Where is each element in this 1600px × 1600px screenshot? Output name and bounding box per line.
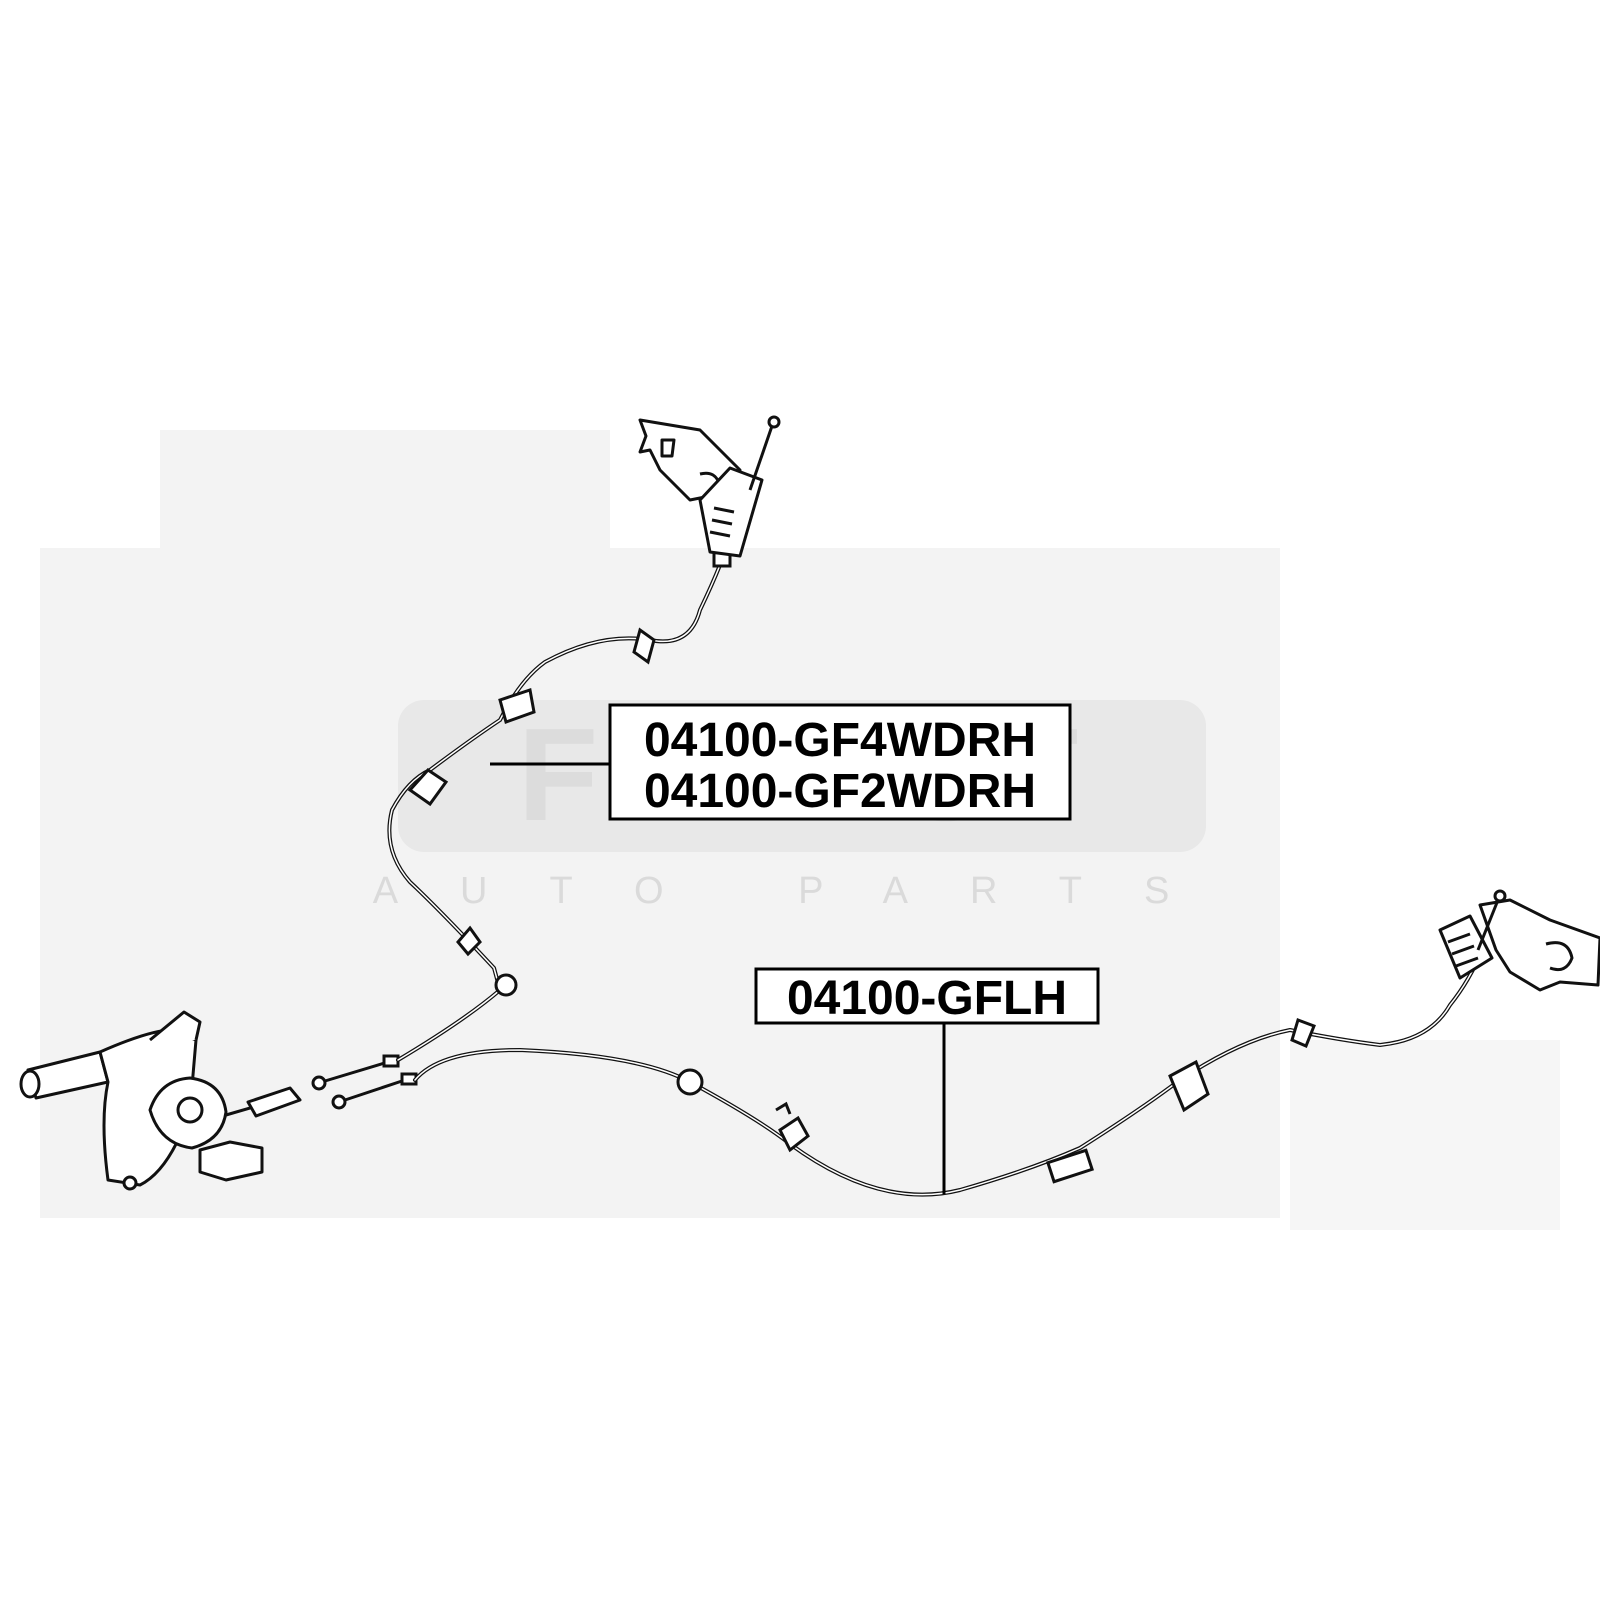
- hand-brake-lever: [19, 1010, 302, 1191]
- upper-cable: [387, 563, 722, 1062]
- leader-lines: [490, 762, 946, 1194]
- upper-part-label: 04100-GF4WDRH 04100-GF2WDRH: [608, 703, 1072, 821]
- lower-cable-clips: [676, 1018, 1316, 1184]
- upper-label-box: [608, 703, 1072, 821]
- part-number-gf2wdrh: 04100-GF2WDRH: [644, 765, 1036, 818]
- lower-part-label: 04100-GFLH: [754, 967, 1100, 1025]
- background-frame: [40, 430, 1560, 1230]
- upper-caliper: [638, 415, 781, 558]
- part-number-gf4wdrh: 04100-GF4WDRH: [644, 714, 1036, 767]
- watermark-subtitle: AUTO PARTS: [373, 870, 1232, 912]
- cable-end-pins: [311, 1054, 418, 1110]
- lower-label-box: [754, 967, 1100, 1025]
- lower-cable: [413, 948, 1484, 1197]
- part-number-gflh: 04100-GFLH: [787, 972, 1067, 1025]
- lower-caliper: [1438, 889, 1600, 992]
